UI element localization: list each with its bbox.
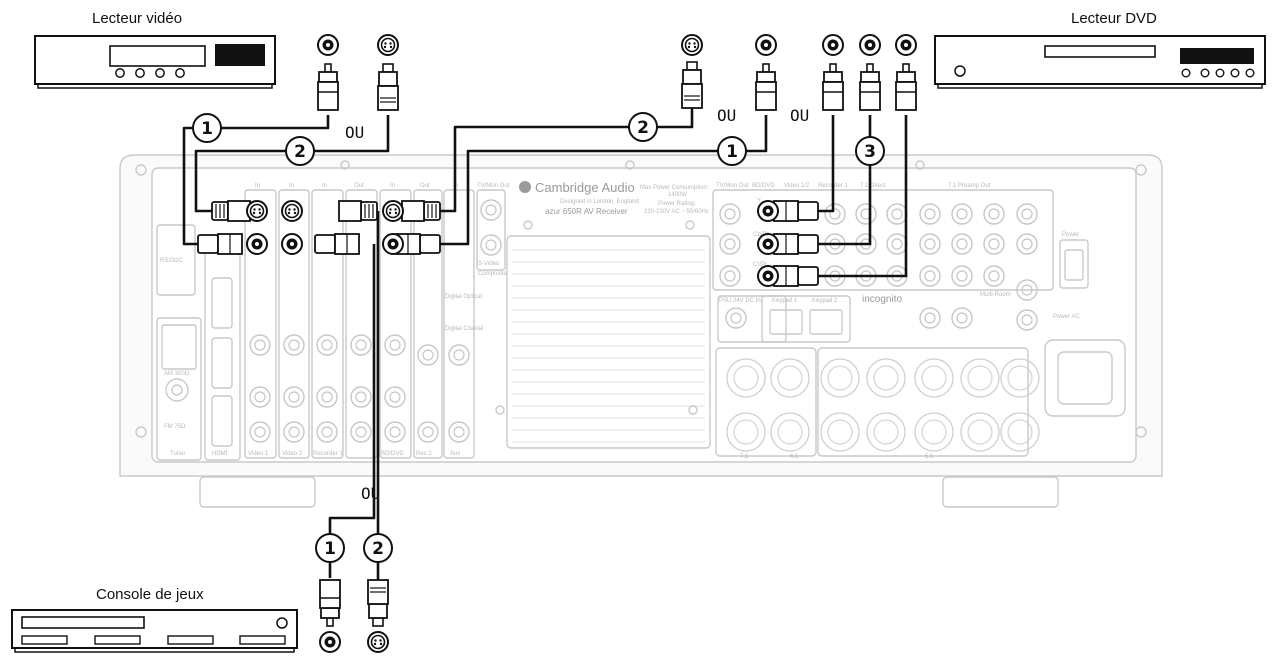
power-rating-value: 220-230V AC ~ 50/60Hz	[644, 209, 709, 215]
label-video1: Video 1	[248, 451, 269, 457]
svg-text:2: 2	[294, 142, 306, 162]
top-label-13: 7.1 Direct	[860, 183, 886, 189]
component-label-cr: Cr/Pr	[753, 262, 767, 268]
marker-2-console: 2	[363, 533, 393, 563]
marker-1-console: 1	[315, 533, 345, 563]
marker-2-video: 2	[285, 136, 315, 166]
or-label-dvd-2: OU	[790, 106, 810, 125]
top-label-6: Out	[420, 183, 430, 189]
power-rating-label: Power Rating:	[658, 201, 696, 207]
marker-3-component: 3	[855, 136, 885, 166]
power-consumption-label: Max Power Consumption:	[640, 185, 709, 191]
label-recorder1: Recorder 1	[313, 451, 343, 457]
label-video2: Video 2	[282, 451, 303, 457]
svg-text:3: 3	[864, 142, 876, 162]
label-fm: FM 75Ω	[164, 424, 186, 430]
label-hdmi: HDMI	[212, 451, 228, 457]
label-incognito: incognito	[862, 294, 902, 305]
or-label-video: OU	[345, 123, 365, 142]
receiver-labels: Cambridge Audio Designed in London, Engl…	[160, 180, 1080, 460]
top-label-4: Out	[354, 183, 364, 189]
label-keypad1: Keypad 1	[772, 298, 798, 304]
power-consumption-value: 1400W	[668, 192, 687, 198]
label-power-ac: Power AC	[1053, 314, 1080, 320]
svg-text:1: 1	[324, 539, 336, 559]
label-71: 7.1	[740, 454, 749, 460]
top-label-5: In	[390, 183, 395, 189]
top-label-11: Video 1/2	[784, 183, 810, 189]
label-digital-coaxial: Digital Coaxial	[445, 326, 483, 332]
game-console-device	[11, 609, 298, 653]
marker-1-video: 1	[192, 113, 222, 143]
label-keypad2: Keypad 2	[812, 298, 838, 304]
dvd-player-label: Lecteur DVD	[1071, 10, 1157, 27]
video-player-device	[34, 35, 276, 89]
label-multiroom: Multi-Room	[980, 292, 1011, 298]
label-svideo: S-Video	[478, 261, 500, 267]
dvd-player-device	[934, 35, 1266, 89]
svg-text:1: 1	[201, 119, 213, 139]
label-composite: Composite	[478, 271, 507, 277]
marker-2-dvd: 2	[628, 112, 658, 142]
receiver-tagline: Designed in London, England	[560, 199, 639, 205]
svg-text:2: 2	[372, 539, 384, 559]
svg-text:1: 1	[726, 142, 738, 162]
svg-text:2: 2	[637, 118, 649, 138]
or-label-dvd-1: OU	[717, 106, 737, 125]
top-label-14: 7.1 Preamp Out	[948, 183, 991, 189]
video-player-label: Lecteur vidéo	[92, 10, 183, 27]
or-label-console: OU	[361, 484, 381, 503]
game-console-label: Console de jeux	[96, 586, 204, 603]
label-digital-optical: Digital Optical	[445, 294, 482, 300]
label-am: AM 300Ω	[164, 371, 190, 377]
receiver-brand: Cambridge Audio	[535, 180, 635, 195]
component-label-y: Y	[757, 198, 761, 204]
label-tuner: Tuner	[170, 451, 185, 457]
label-psu: PSU 24V DC In	[719, 298, 761, 304]
component-label-cb: Cb/Pb	[753, 232, 770, 238]
label-61: 6.1	[790, 454, 799, 460]
cambridge-logo-icon	[519, 181, 531, 193]
top-label-1: In	[255, 183, 260, 189]
av-receiver	[119, 154, 1163, 508]
label-rs232: RS232C	[160, 258, 183, 264]
label-power: Power	[1062, 232, 1079, 238]
cables	[182, 98, 908, 580]
label-51: 5.1	[925, 454, 934, 460]
label-bddvd: BD/DVD	[381, 451, 404, 457]
top-label-8: TV/Mon Out	[477, 183, 510, 189]
label-rec2: Rec 2	[416, 451, 432, 457]
top-label-3: In	[322, 183, 327, 189]
top-label-10: BD/DVD	[752, 183, 775, 189]
top-label-2: In	[289, 183, 294, 189]
top-label-9: TV/Mon Out	[716, 183, 749, 189]
marker-1-dvd: 1	[717, 136, 747, 166]
label-aux: Aux	[450, 451, 460, 457]
receiver-model: azur 650R AV Receiver	[545, 207, 628, 216]
